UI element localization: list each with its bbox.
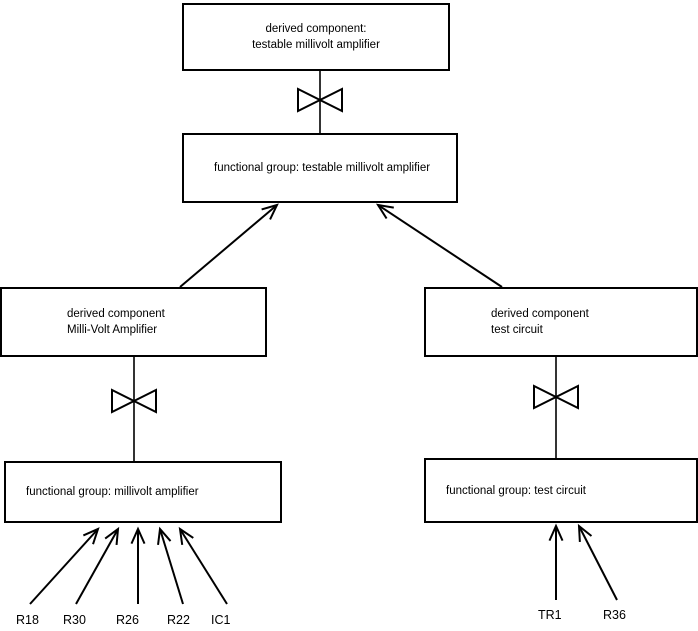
node-derived-test-circuit[interactable]: derived component test circuit	[424, 287, 698, 357]
part-tr1-arrow-head	[548, 523, 564, 542]
arrow-tc-to-tma-shaft	[377, 204, 503, 288]
node-label: derived component: testable millivolt am…	[252, 23, 380, 51]
part-ic1-arrow-head	[178, 526, 194, 545]
part-ic1-arrow-shaft	[179, 528, 228, 605]
part-r18-label: R18	[16, 613, 39, 627]
node-label: derived component test circuit	[491, 308, 589, 336]
part-r22-arrow-head	[157, 526, 172, 546]
node-label: functional group: millivolt amplifier	[26, 486, 199, 498]
bowtie-top-left-triangle	[297, 87, 323, 113]
node-fg-millivolt-amplifier[interactable]: functional group: millivolt amplifier	[4, 461, 282, 523]
part-tr1-label: TR1	[538, 608, 562, 622]
bowtie-left-left-triangle	[111, 388, 137, 414]
bowtie-right-left-triangle	[533, 384, 559, 410]
arrow-mva-to-tma-head	[261, 203, 279, 220]
part-r26-arrow-head	[130, 526, 146, 545]
node-fg-testable-millivolt-amplifier[interactable]: functional group: testable millivolt amp…	[182, 133, 458, 203]
part-r22-label: R22	[167, 613, 190, 627]
node-label: functional group: test circuit	[446, 484, 586, 497]
part-r30-label: R30	[63, 613, 86, 627]
part-r22-arrow-shaft	[159, 528, 184, 605]
part-r36-arrow-shaft	[578, 525, 618, 601]
node-label: derived component Milli-Volt Amplifier	[67, 308, 165, 336]
node-derived-testable-millivolt-amplifier[interactable]: derived component: testable millivolt am…	[182, 3, 450, 71]
bowtie-right-right-triangle	[553, 384, 579, 410]
part-r36-arrow-head	[577, 523, 593, 543]
part-r18-arrow-head	[82, 527, 100, 545]
part-r30-arrow-head	[104, 526, 120, 546]
node-fg-test-circuit[interactable]: functional group: test circuit	[424, 458, 698, 523]
part-r36-label: R36	[603, 608, 626, 622]
part-r30-arrow-shaft	[75, 528, 119, 605]
part-r26-label: R26	[116, 613, 139, 627]
bowtie-top-right-triangle	[317, 87, 343, 113]
part-ic1-label: IC1	[211, 613, 231, 627]
arrow-mva-to-tma-shaft	[179, 204, 278, 288]
arrow-tc-to-tma-head	[375, 203, 394, 220]
part-r18-arrow-shaft	[29, 528, 99, 605]
node-derived-milli-volt-amplifier[interactable]: derived component Milli-Volt Amplifier	[0, 287, 267, 357]
node-label: functional group: testable millivolt amp…	[214, 162, 431, 174]
bowtie-left-right-triangle	[131, 388, 157, 414]
